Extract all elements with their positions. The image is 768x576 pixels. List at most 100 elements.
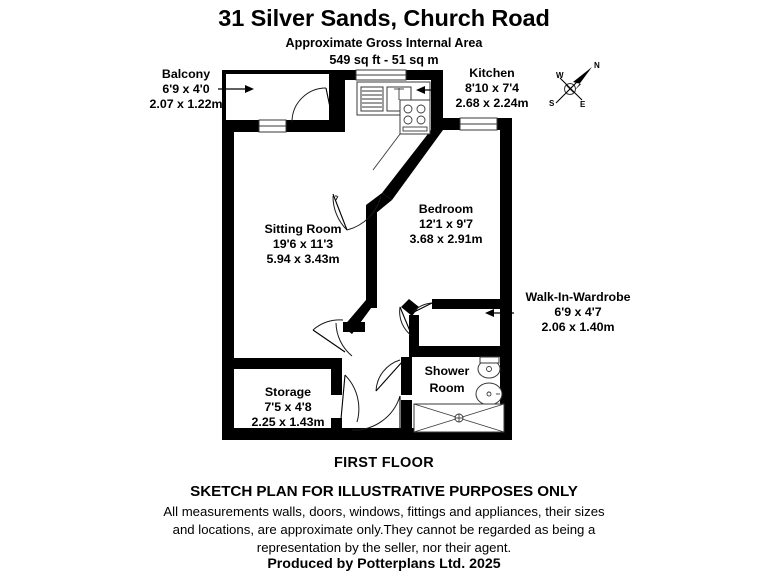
wall-kitchen-diagonal [382,130,443,200]
door-leaf-shower [375,361,403,392]
compass-label-west: W [556,71,564,80]
disclaimer-line-1: All measurements walls, doors, windows, … [163,504,605,519]
compass-north-arrow [573,67,592,90]
door-leaf-hall-left [312,329,346,353]
floor-label: FIRST FLOOR [334,455,434,471]
kitchen-hob [399,99,431,135]
label-wardrobe-imperial: 6'9 x 4'7 [554,305,601,319]
wall-shower-left-lower [401,400,412,440]
label-shower-room-line1: Shower [425,364,470,378]
callout-balcony: Balcony 6'9 x 4'0 2.07 x 1.22m [149,67,254,111]
door-swings [291,87,433,431]
hob-burner-4 [416,115,426,125]
door-swing-shower [375,359,401,392]
room-labels: Sitting Room 19'6 x 11'3 5.94 x 3.43m Be… [251,202,482,429]
door-swing-sitting-upper [332,195,348,231]
callout-kitchen: Kitchen 8'10 x 7'4 2.68 x 2.24m [416,66,529,110]
compass-rose: N W S E [549,61,600,109]
label-bedroom-metric: 3.68 x 2.91m [409,232,482,246]
door-leaf-sitting-upper [332,193,348,231]
door-swing-balcony [291,87,327,123]
wall-wardrobe-left-diag [401,299,419,316]
label-sitting-room-name: Sitting Room [264,222,341,236]
door-leaf-storage [340,374,346,420]
kitchen-fixtures [356,81,431,171]
compass-label-north: N [594,61,600,70]
basin-drain [486,391,492,397]
wall-exterior-left [222,120,234,440]
balcony-wall-right [329,70,333,124]
label-sitting-room-metric: 5.94 x 3.43m [266,252,339,266]
door-leaf-wardrobe-b [399,306,413,337]
wall-bedroom-top-right [496,118,512,130]
shower-room-fixtures [413,356,505,433]
interior-walls [234,130,512,440]
wall-top-left-stub [222,120,260,132]
wc-center [486,366,492,372]
door-swing-sitting-upper-b [346,195,382,231]
wall-exterior-right [500,118,512,440]
label-storage-metric: 2.25 x 1.43m [251,415,324,429]
disclaimer-heading: SKETCH PLAN FOR ILLUSTRATIVE PURPOSES ON… [190,483,578,500]
wall-wardrobe-top [432,299,500,309]
leader-balcony-arrow [245,85,254,93]
compass-label-south: S [549,99,555,108]
disclaimer-line-3: representation by the seller, nor their … [256,540,512,556]
area-value: 549 sq ft - 51 sq m [329,52,439,67]
wall-storage-right-upper [331,358,342,395]
balcony-wall-left [222,70,226,120]
leader-kitchen-arrow [416,86,425,94]
room-balcony [222,70,358,124]
balcony-wall-top [222,70,358,74]
wall-wardrobe-left [409,315,419,355]
door-swing-entry [351,395,401,431]
produced-by: Produced by Potterplans Ltd. 2025 [267,556,501,572]
wc-cistern [479,356,500,364]
label-storage-name: Storage [265,385,311,399]
hob-burner-2 [416,104,426,114]
label-kitchen-imperial: 8'10 x 7'4 [465,81,519,95]
wall-storage-right-lower [331,418,342,440]
area-label: Approximate Gross Internal Area [285,36,483,51]
compass-label-east: E [580,100,586,109]
wall-storage-top [234,358,342,369]
label-wardrobe-metric: 2.06 x 1.40m [541,320,614,334]
door-swing-sitting-lower [335,322,353,357]
label-wardrobe-name: Walk-In-Wardrobe [525,290,630,304]
label-kitchen-metric: 2.68 x 2.24m [455,96,528,110]
wall-sitting-bedroom [366,205,377,308]
door-swing-wardrobe-b [399,306,413,337]
header: 31 Silver Sands, Church Road Approximate… [0,0,768,67]
label-balcony-name: Balcony [162,67,210,81]
door-leaf-balcony [325,87,334,123]
leader-wardrobe-arrow [485,309,494,317]
wall-bedroom-top-left [431,118,461,130]
windows [258,69,498,133]
wall-top-mid-stub [285,120,333,132]
hob-burner-1 [403,104,413,114]
wall-kitchen-right [431,70,443,130]
label-bedroom-name: Bedroom [419,202,473,216]
label-bedroom-imperial: 12'1 x 9'7 [419,217,473,231]
hob-control-panel [402,126,428,132]
label-balcony-metric: 2.07 x 1.22m [149,97,222,111]
door-swing-hall-left [312,319,344,331]
compass-axis-nw-se [559,77,583,101]
wall-wardrobe-shower-divider [409,346,512,357]
door-swing-hidden2 [335,195,339,201]
label-shower-room-line2: Room [429,381,464,395]
label-balcony-imperial: 6'9 x 4'0 [162,82,209,96]
label-sitting-room-imperial: 19'6 x 11'3 [273,237,333,251]
wall-kitchen-top-left [345,70,357,80]
page-title: 31 Silver Sands, Church Road [218,5,550,31]
door-leaf-wardrobe [411,302,433,314]
label-kitchen-name: Kitchen [469,66,514,80]
disclaimer-line-2: and locations, are approximate only.They… [172,522,596,538]
wall-shower-left-upper [401,357,412,395]
wall-balcony-kitchen-divider [333,70,345,132]
kitchen-counter-diagonal [372,133,401,171]
label-storage-imperial: 7'5 x 4'8 [264,400,311,414]
wall-kitchen-top-right [405,70,443,80]
